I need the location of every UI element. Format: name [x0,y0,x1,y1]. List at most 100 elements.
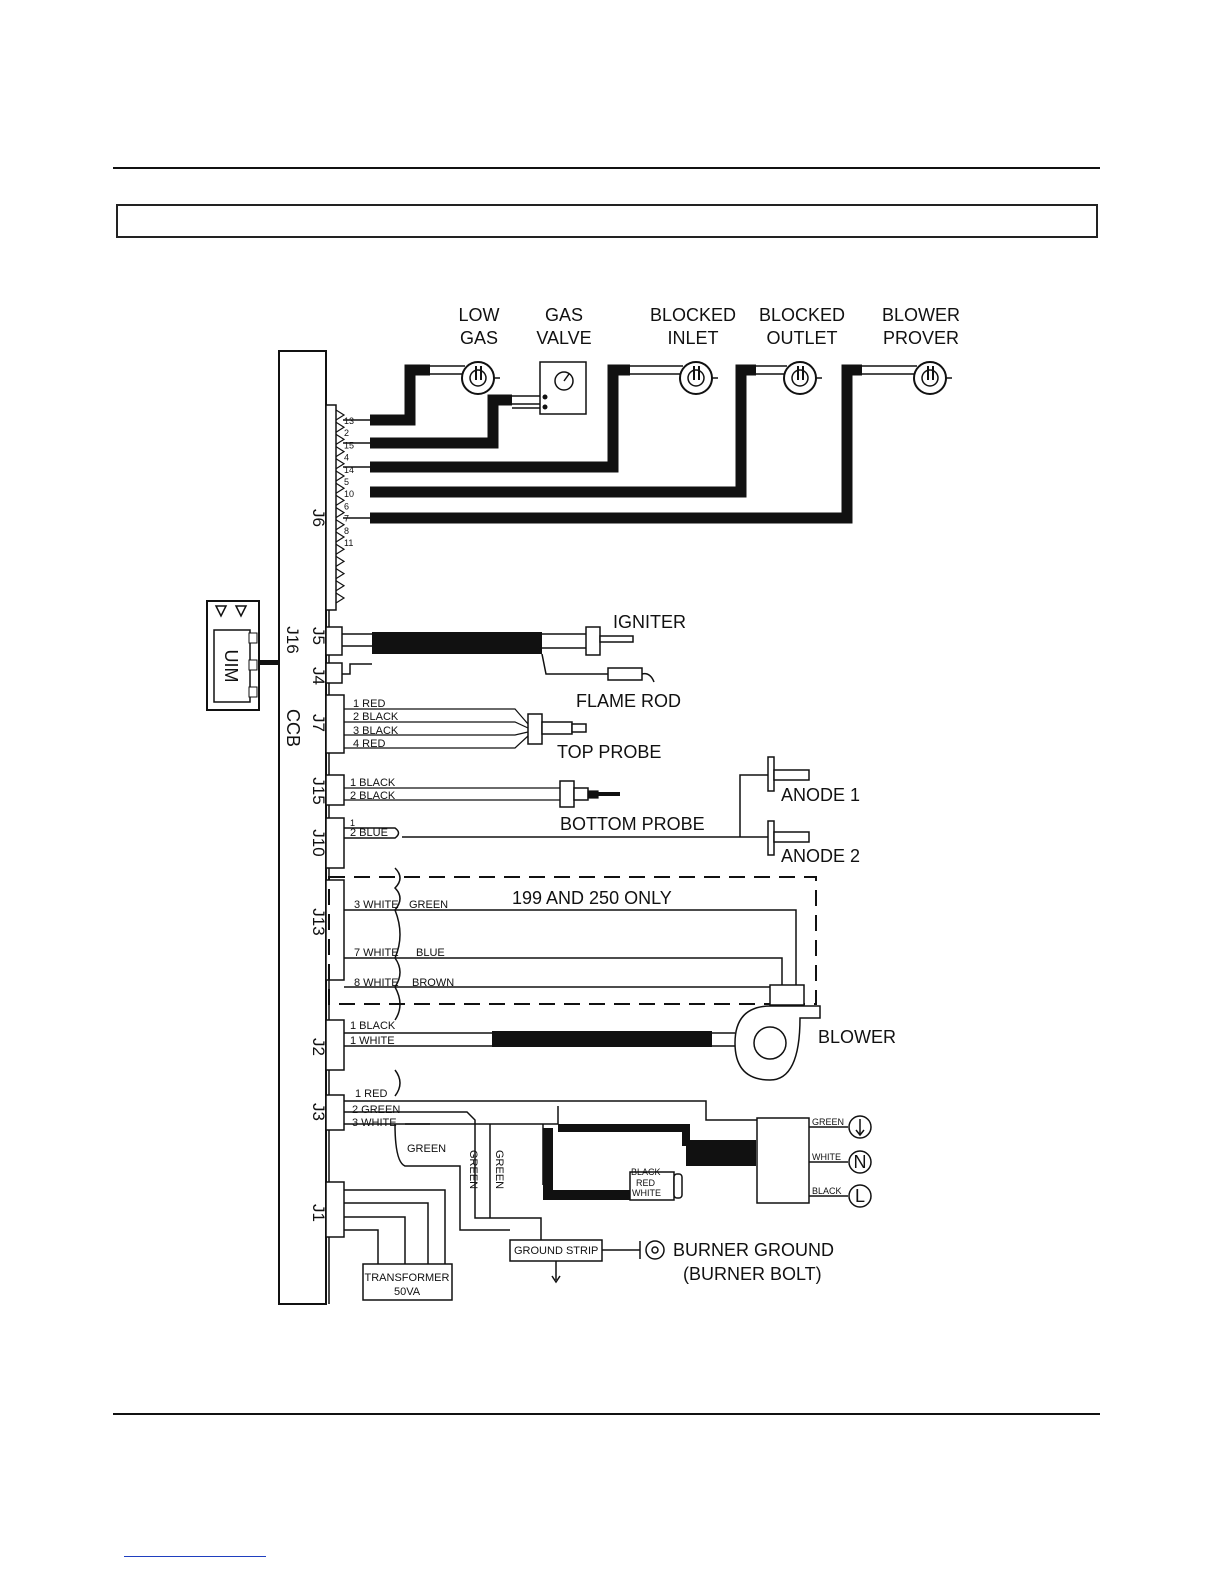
transformer-label-2: 50VA [394,1286,421,1298]
j6-tooth [335,494,346,506]
j6-tooth [335,531,346,543]
gas-valve-label-2: VALVE [536,328,591,348]
j6-tooth [335,482,346,494]
optional-box [328,876,817,1005]
j6-pin-number: 2 [344,428,349,438]
j6-tooth [335,446,346,458]
low-gas-label-1: LOW [458,305,499,325]
j7-wire [344,731,529,736]
j7-wire [344,708,529,725]
top-probe [344,708,587,749]
bottom-probe [344,780,620,808]
pressure-switch [461,361,500,395]
blocked-inlet-label-1: BLOCKED [650,305,736,325]
j2-wire-2: 1 WHITE [350,1035,395,1047]
j6-tooth [335,458,346,470]
igniter-cable [342,626,655,683]
transformer [344,1189,453,1301]
j5-label: J5 [309,627,328,645]
j15-wire-1: 1 BLACK [350,777,396,789]
anode-wiring [344,756,810,856]
j3-label: J3 [309,1103,328,1121]
j6-tooth [335,433,346,445]
j6-label: J6 [309,509,328,527]
j10-wire-2: 2 BLUE [350,827,388,839]
j13-far-1: GREEN [409,899,448,911]
line-symbol: L [855,1186,865,1206]
power-terminal-block [756,1115,872,1208]
j6-tooth [335,409,346,421]
header-title-box [116,204,1098,238]
pressure-switch [783,361,822,395]
switch-wire-3: WHITE [632,1188,661,1198]
blower-prover-label-2: PROVER [883,328,959,348]
top-rule [113,167,1100,169]
blower-prover-label-1: BLOWER [882,305,960,325]
j6-pin-teeth [335,409,346,604]
j6-pin-number: 15 [344,440,354,450]
j13-wire-2: 7 WHITE [354,947,399,959]
burner-ground-label-1: BURNER GROUND [673,1240,834,1260]
footer-link[interactable] [124,1556,266,1557]
gas-valve-label-1: GAS [545,305,583,325]
ground-strip [509,1239,665,1284]
j2-wire-1: 1 BLACK [350,1020,396,1032]
power-in-black: BLACK [812,1186,842,1196]
ccb-label: CCB [283,709,303,747]
switch-wire-1: BLACK [631,1167,661,1177]
blower [344,984,821,1081]
blocked-outlet-label-2: OUTLET [766,328,837,348]
j7-wire [344,721,529,729]
j7-wire-2: 2 BLACK [353,711,399,723]
anode-1-label: ANODE 1 [781,785,860,805]
pressure-switch [913,361,952,395]
j13-wires [344,867,797,1021]
green-wire-horizontal: GREEN [407,1143,446,1155]
flame-rod-label: FLAME ROD [576,691,681,711]
j6-tooth [335,470,346,482]
j6-pin-number: 11 [344,538,353,548]
j6-tooth [335,580,346,592]
igniter-label: IGNITER [613,612,686,632]
j6-pin-number: 13 [344,416,354,426]
green-wire-vertical-1: GREEN [467,1150,479,1189]
j6-pin-number: 8 [344,526,349,536]
j3-wiring [344,1069,757,1240]
j3-wire-1: 1 RED [355,1088,387,1100]
j3-wire-2: 2 GREEN [352,1104,400,1116]
power-in-green: GREEN [812,1117,844,1127]
bottom-rule [113,1413,1100,1415]
j7-wire-4: 4 RED [353,738,385,750]
j15-label: J15 [309,777,328,804]
j6-pin-number: 6 [344,501,349,511]
ground-strip-label: GROUND STRIP [514,1245,598,1257]
j13-wire-1: 3 WHITE [354,899,399,911]
switch-wire-2: RED [636,1178,656,1188]
burner-ground-label-2: (BURNER BOLT) [683,1264,822,1284]
gas-valve [539,361,587,415]
uim-cable [259,660,279,665]
j6-tooth [335,519,346,531]
control-board [278,350,327,1305]
uim-module: UIM [206,600,260,711]
pressure-switch [679,361,718,395]
anode-2-label: ANODE 2 [781,846,860,866]
j13-far-3: BROWN [412,977,454,989]
blocked-outlet-label-1: BLOCKED [759,305,845,325]
j6-tooth [335,568,346,580]
j16-label: J16 [283,626,302,653]
j6-tooth [335,421,346,433]
j10-wire-1: 1 [350,818,355,828]
j3-wire-3: 3 WHITE [352,1117,397,1129]
j6-tooth [335,555,346,567]
blower-label: BLOWER [818,1027,896,1047]
j7-wire [344,735,529,749]
j13-far-2: BLUE [416,947,445,959]
j6-pin-number: 5 [344,477,349,487]
neutral-symbol: N [854,1152,867,1172]
j2-label: J2 [309,1038,328,1056]
bottom-probe-label: BOTTOM PROBE [560,814,705,834]
pressure-switches [461,361,952,395]
